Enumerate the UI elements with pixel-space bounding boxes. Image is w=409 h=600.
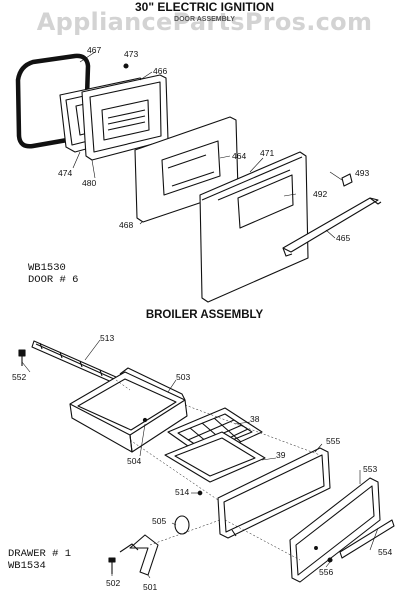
page-subtitle: DOOR ASSEMBLY: [174, 16, 235, 23]
part-label-465[interactable]: 465: [336, 233, 351, 243]
alignment-lines: [115, 379, 321, 561]
part-label-473[interactable]: 473: [124, 49, 139, 59]
page-title: 30" ELECTRIC IGNITION: [134, 0, 275, 14]
slide-rail-513: [31, 340, 117, 384]
part-label-556[interactable]: 556: [319, 567, 334, 577]
part-label-552[interactable]: 552: [12, 372, 27, 382]
door-note-line1: WB1530: [28, 262, 66, 274]
drawer-note-line2: WB1534: [8, 560, 46, 572]
door-handle-465: [282, 197, 382, 257]
door-leader-lines: [72, 51, 343, 239]
part-label-501[interactable]: 501: [143, 582, 158, 592]
broiler-pan-503: [69, 367, 188, 453]
door-note: WB1530 DOOR # 6: [28, 262, 78, 286]
part-label-502[interactable]: 502: [106, 578, 121, 588]
part-label-39[interactable]: 39: [276, 450, 286, 460]
part-label-554[interactable]: 554: [378, 547, 393, 557]
part-label-503[interactable]: 503: [176, 372, 191, 382]
part-label-553[interactable]: 553: [363, 464, 378, 474]
watermark: AppliancePartsPros.com: [36, 8, 373, 36]
drawer-note: DRAWER # 1 WB1534: [8, 548, 71, 572]
part-label-555[interactable]: 555: [326, 436, 341, 446]
part-label-480[interactable]: 480: [82, 178, 97, 188]
part-label-468[interactable]: 468: [119, 220, 134, 230]
bracket-493: [341, 173, 353, 187]
part-label-505[interactable]: 505: [152, 516, 167, 526]
part-label-513[interactable]: 513: [100, 333, 115, 343]
broiler-leader-lines: [21, 339, 379, 579]
part-label-466[interactable]: 466: [153, 66, 168, 76]
part-label-467[interactable]: 467: [87, 45, 102, 55]
part-label-38[interactable]: 38: [250, 414, 260, 424]
door-frame-466: [81, 74, 169, 161]
broiler-pan-39: [164, 431, 266, 483]
drawer-trim-554: [339, 519, 395, 559]
broiler-section-title: BROILER ASSEMBLY: [145, 309, 264, 321]
screw-502: [108, 557, 116, 574]
part-label-514[interactable]: 514: [175, 487, 190, 497]
drawer-note-line1: DRAWER # 1: [8, 548, 72, 560]
roller-505: [174, 515, 190, 535]
screw-556: [327, 557, 333, 563]
door-note-line2: DOOR # 6: [28, 274, 79, 286]
screw-473: [123, 63, 129, 69]
part-label-471[interactable]: 471: [260, 148, 275, 158]
drawer-front-555: [217, 447, 331, 539]
drawer-panel-553: [289, 477, 381, 583]
screw-552: [18, 349, 26, 366]
part-label-492[interactable]: 492: [313, 189, 328, 199]
part-label-464[interactable]: 464: [232, 151, 247, 161]
outer-door-492: [199, 151, 309, 303]
part-label-504[interactable]: 504: [127, 456, 142, 466]
part-label-493[interactable]: 493: [355, 168, 370, 178]
part-label-474[interactable]: 474: [58, 168, 73, 178]
slide-bracket-501: [119, 534, 159, 576]
screw-514: [197, 490, 203, 496]
